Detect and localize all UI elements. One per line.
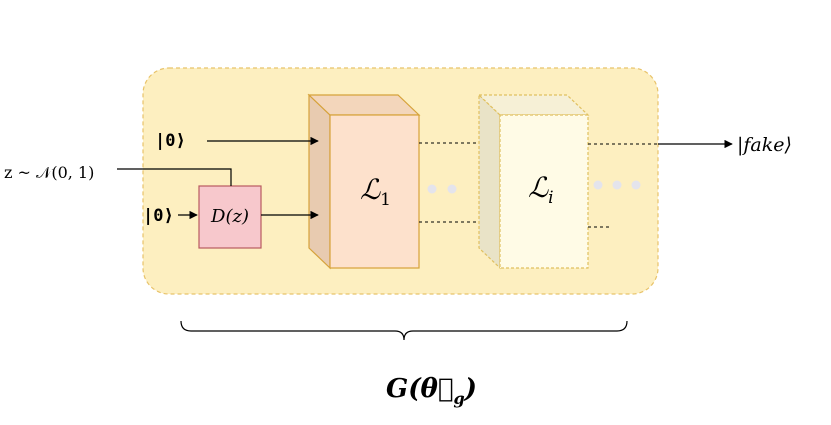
- layer-1-front: [329, 114, 420, 269]
- layer-1-block: [307, 93, 421, 270]
- generator-close-paren: ): [464, 374, 477, 404]
- noise-wire: [117, 168, 232, 186]
- layer-1-subscript: 1: [380, 190, 391, 210]
- generator-label: G(θ⃗g): [386, 374, 477, 408]
- generator-brace: [180, 320, 628, 341]
- noise-input-label: z ~ 𝒩(0, 1): [4, 163, 94, 182]
- layer-i-symbol: ℒ: [528, 171, 549, 204]
- layer-1-side: [308, 93, 331, 270]
- layer-i-front: [499, 114, 589, 269]
- ket-zero-top-label: |0⟩: [155, 131, 186, 151]
- layer-i-label: ℒi: [528, 171, 554, 208]
- layer-i-side: [478, 93, 501, 270]
- ket-zero-bottom-label: |0⟩: [143, 206, 174, 226]
- layer-i-block: [477, 93, 590, 270]
- generator-symbol: G(θ⃗: [386, 374, 453, 404]
- ellipsis-dots-1: [427, 184, 457, 194]
- generator-subscript: g: [453, 389, 464, 408]
- layer-1-label: ℒ1: [360, 173, 391, 210]
- layer-1-symbol: ℒ: [360, 173, 381, 206]
- decoder-label: D(z): [210, 206, 249, 227]
- layer-i-subscript: i: [548, 188, 553, 208]
- output-label: |fake⟩: [737, 134, 792, 156]
- ellipsis-dots-2: [593, 180, 641, 190]
- decoder-box: [198, 185, 262, 249]
